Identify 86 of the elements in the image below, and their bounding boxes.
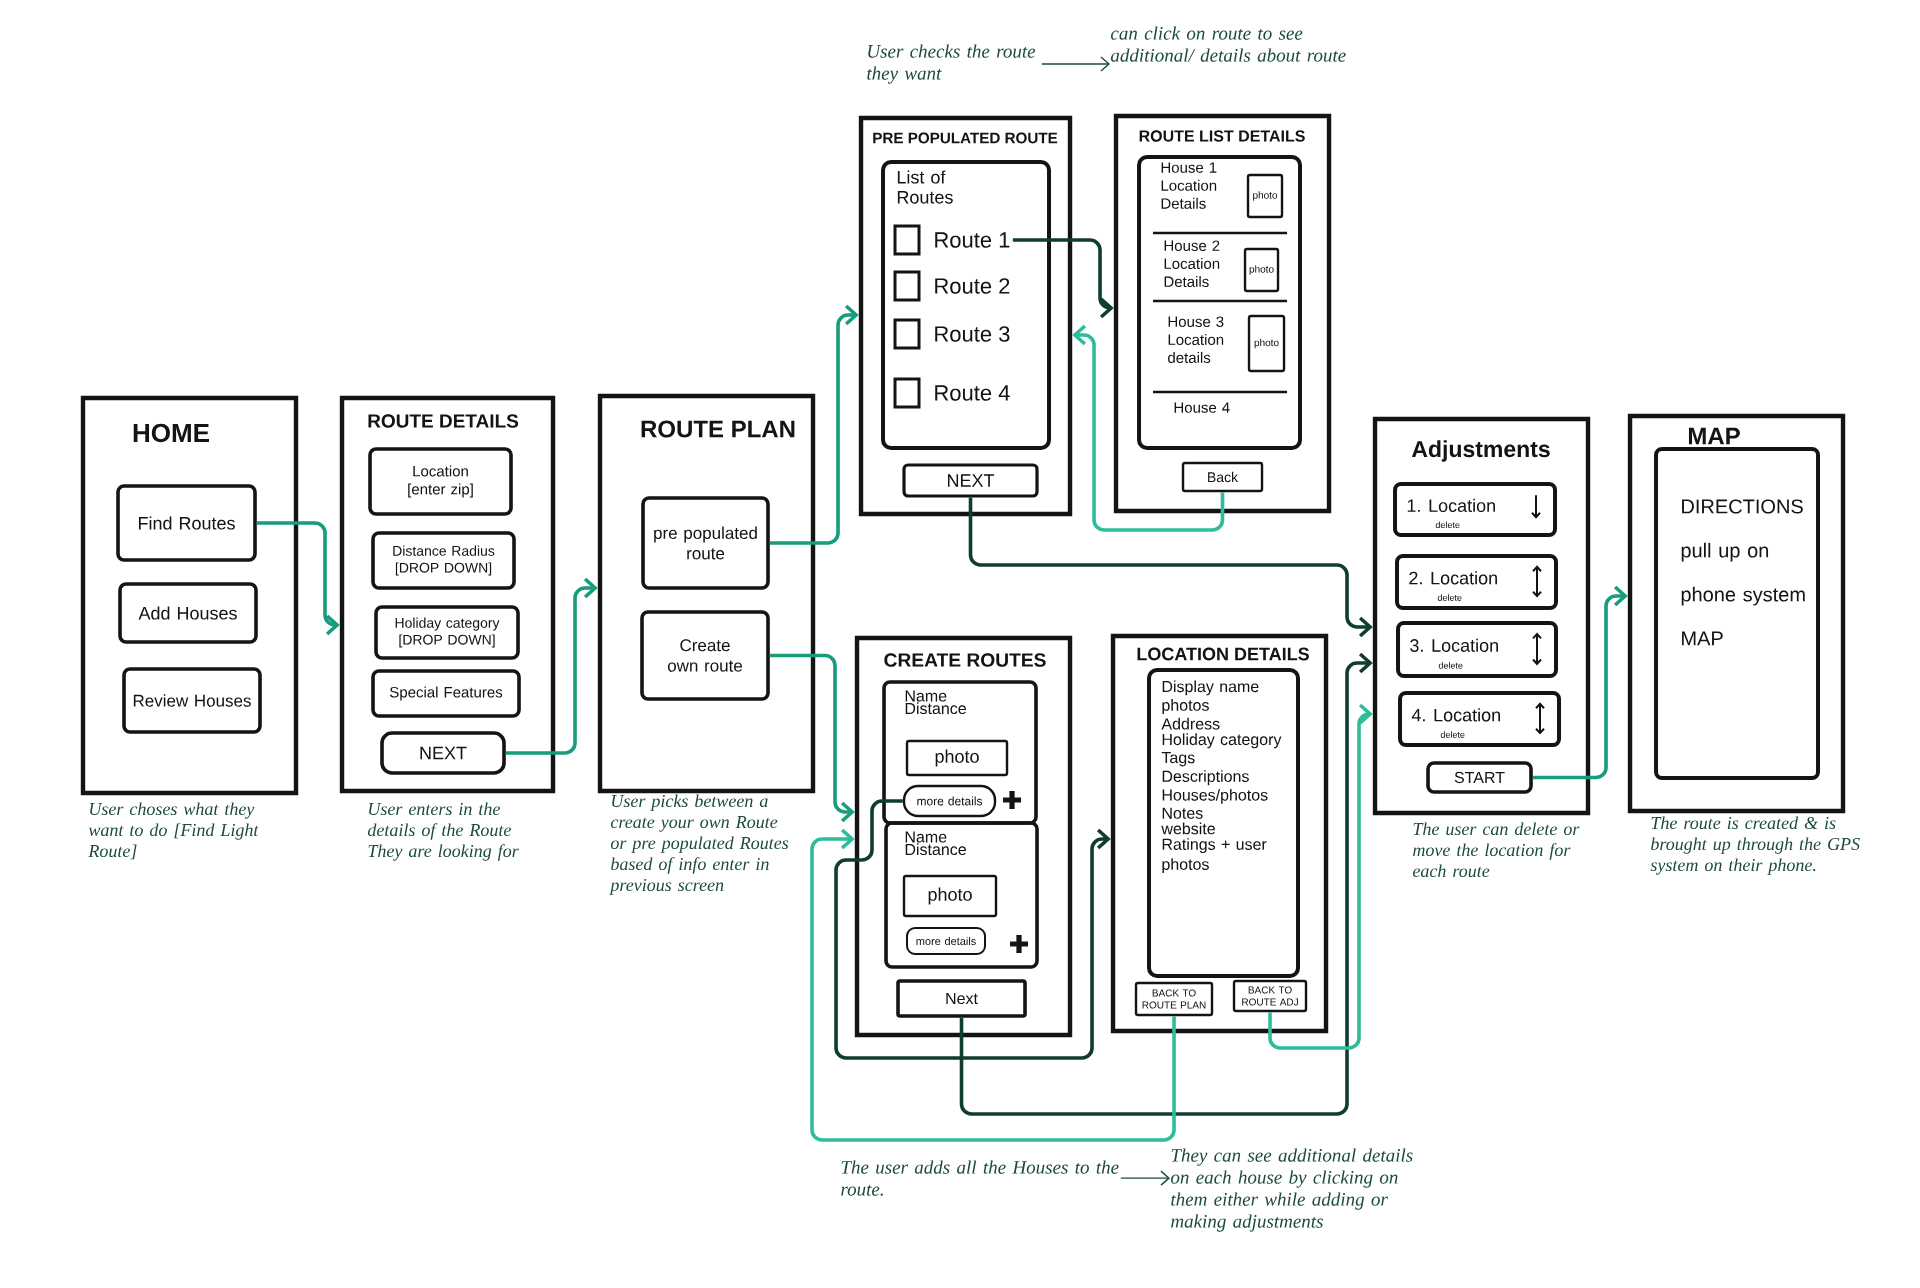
menu-button: Find Routes: [116, 484, 257, 562]
menu-button: Review Houses: [122, 667, 262, 734]
flow-arrow: [959, 652, 1373, 1116]
menu-button: Add Houses: [118, 582, 258, 644]
caption-text: The user can delete or move the location for each route: [1413, 822, 1580, 878]
flow-arrow: [1268, 703, 1373, 1050]
back-button: BACK TO ROUTE PLAN: [1134, 981, 1214, 1017]
screen-title: MAP: [1688, 427, 1740, 445]
field-label: Name: [905, 831, 947, 843]
field-label: Notes: [1162, 807, 1203, 819]
location-label: 1. Location: [1407, 498, 1495, 513]
route-option: Route 1: [935, 232, 1010, 248]
details-button: more details: [902, 784, 997, 818]
field-label: Ratings + user photos: [1162, 838, 1267, 874]
location-label: 2. Location: [1409, 571, 1497, 585]
field-label: Tags: [1161, 752, 1195, 767]
caption-text: User enters in the details of the Route They are looking for: [367, 802, 519, 861]
screen-title: PRE POPULATED ROUTE: [873, 132, 1058, 144]
house-details-text: House 1 Location Details: [1161, 162, 1217, 209]
note-text: can click on route to see additional/ details about route: [1111, 26, 1346, 62]
field-label: Descriptions: [1162, 770, 1249, 786]
location-label: 3. Location: [1410, 638, 1498, 652]
field-label: Name: [905, 690, 947, 702]
note-text: They can see additional details on each house by clicking on them either while adding or making adjustments: [1171, 1148, 1413, 1232]
next-button: NEXT: [902, 463, 1039, 498]
flow-arrow: [1532, 585, 1628, 780]
route-option: Route 3: [935, 326, 1010, 342]
screen-title: ROUTE LIST DETAILS: [1139, 130, 1305, 142]
house-details-text: House 3 Location details: [1168, 316, 1224, 363]
caption-text: The route is created & is brought up through the GPS system on their phone.: [1650, 816, 1860, 875]
dropdown-field: Distance Radius [DROP DOWN]: [371, 531, 516, 590]
delete-link: delete: [1437, 594, 1462, 601]
screen-title: LOCATION DETAILS: [1137, 647, 1309, 661]
dropdown-field: Holiday category [DROP DOWN]: [374, 605, 520, 660]
route-option: Route 2: [935, 278, 1010, 294]
field-label: website: [1161, 822, 1215, 835]
caption-text: User choses what they want to do [Find Light Route]: [88, 802, 259, 860]
screen-title: ROUTE PLAN: [641, 420, 795, 438]
flow-arrow: [769, 653, 855, 823]
start-button: START: [1426, 761, 1533, 794]
flow-arrow: [1072, 324, 1225, 532]
house-details-text: House 2 Location Details: [1164, 240, 1220, 287]
field-label: Holiday category: [1162, 733, 1282, 749]
option-button: Create own route: [640, 610, 770, 701]
flow-arrow: [968, 497, 1373, 638]
option-button: pre populated route: [641, 496, 770, 590]
field-label: Distance: [905, 843, 966, 856]
delete-link: delete: [1438, 662, 1463, 669]
photo-field: photo: [905, 739, 1009, 777]
back-button: Back: [1181, 461, 1264, 493]
photo-field: photo: [902, 874, 998, 918]
photo-field: photo: [1243, 247, 1280, 293]
location-label: 4. Location: [1411, 708, 1500, 722]
flow-arrow: [1041, 56, 1110, 72]
route-option: Route 4: [935, 385, 1010, 401]
note-text: The user adds all the Houses to the route.: [841, 1160, 1119, 1196]
input-field: Special Features: [371, 669, 521, 718]
directions-text: DIRECTIONS pull up on phone system MAP: [1681, 499, 1805, 646]
house-details-text: House 4: [1174, 402, 1230, 413]
field-label: Address: [1161, 717, 1220, 730]
screen-title: CREATE ROUTES: [884, 653, 1046, 667]
flow-arrow: [1120, 1170, 1171, 1186]
photo-field: photo: [1246, 173, 1284, 219]
note-text: User checks the route they want: [867, 44, 1036, 84]
flow-arrow: [1012, 238, 1114, 319]
field-label: photos: [1162, 699, 1209, 715]
next-button: Next: [896, 979, 1027, 1018]
flow-arrow: [769, 304, 859, 545]
screen-title: HOME: [133, 423, 209, 443]
delete-link: delete: [1440, 731, 1465, 738]
flow-arrow: [505, 577, 598, 755]
input-field: Location [enter zip]: [368, 447, 513, 516]
next-button: NEXT: [380, 731, 506, 775]
screen-title: ROUTE DETAILS: [368, 414, 519, 428]
flow-arrow: [256, 521, 340, 636]
back-button: BACK TO ROUTE ADJ: [1232, 979, 1308, 1013]
details-button: more details: [906, 927, 986, 955]
field-label: Display name: [1162, 680, 1259, 696]
field-label: Distance: [905, 702, 966, 715]
flow-arrow: [810, 828, 1176, 1142]
delete-link: delete: [1435, 521, 1460, 529]
list-heading: List of Routes: [897, 170, 953, 204]
caption-text: User picks between a create your own Route or pre populated Routes based of info enter in previous screen: [609, 794, 789, 895]
screen-title: Adjustments: [1411, 440, 1550, 462]
photo-field: photo: [1247, 314, 1286, 373]
field-label: Houses/photos: [1162, 788, 1268, 804]
